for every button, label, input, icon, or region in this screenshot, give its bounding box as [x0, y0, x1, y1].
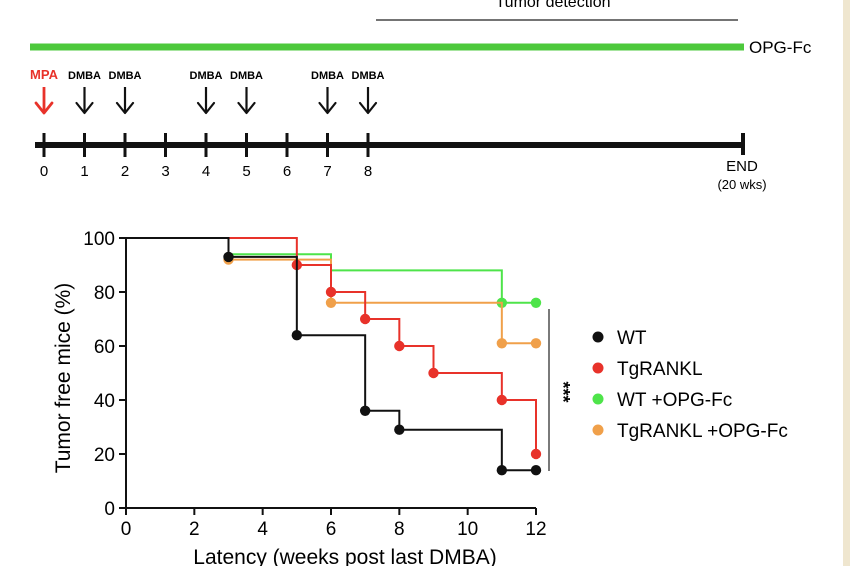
- x-tick-label: 0: [121, 519, 132, 540]
- timeline-tick-label: 3: [161, 163, 169, 180]
- right-edge-strip: [843, 0, 850, 566]
- schedule-marks: 0 1 2 3 4 5 6 7 8 MPA DMBA DMBA DMBA DMBA DMBA DMBA: [30, 67, 385, 180]
- data-point: [291, 330, 303, 341]
- significance-marker: ***: [553, 381, 573, 402]
- dmba-label: DMBA: [230, 70, 263, 82]
- dmba-arrow-icon: [237, 87, 256, 115]
- legend-label: TgRANKL: [617, 359, 703, 380]
- series-line-tgrankl: [126, 237, 537, 454]
- data-point: [530, 448, 542, 460]
- dmba-arrow-icon: [196, 87, 216, 115]
- data-point: [530, 338, 542, 349]
- legend-label: WT: [617, 328, 647, 349]
- series-layer: [126, 237, 542, 476]
- dmba-label: DMBA: [352, 70, 385, 82]
- mpa-arrow-icon: [34, 87, 54, 115]
- timeline-tick-label: 4: [202, 163, 210, 180]
- y-tick-label: 0: [104, 499, 115, 520]
- y-tick-label: 20: [94, 445, 115, 466]
- timeline-tick-label: 1: [80, 163, 88, 180]
- data-point: [496, 465, 508, 476]
- legend-marker: [592, 331, 604, 343]
- y-tick-label: 100: [83, 229, 115, 250]
- data-point: [530, 297, 542, 308]
- tumor-detection-label: Tumor detection: [495, 0, 610, 11]
- data-point: [428, 367, 439, 379]
- dmba-arrow-icon: [358, 87, 378, 115]
- y-tick-label: 80: [94, 283, 115, 304]
- y-axis-label: Tumor free mice (%): [52, 283, 75, 474]
- legend-label: TgRANKL +OPG-Fc: [617, 421, 788, 442]
- x-tick-label: 2: [189, 519, 200, 540]
- timeline-tick-label: 2: [121, 163, 129, 180]
- timeline-tick-label: 7: [323, 163, 331, 180]
- x-tick-label: 8: [394, 519, 405, 540]
- timeline-tick-label: 5: [242, 163, 250, 180]
- data-point: [496, 338, 508, 349]
- data-point: [496, 394, 508, 406]
- legend-marker: [592, 393, 604, 405]
- legend-label: WT +OPG-Fc: [617, 390, 732, 411]
- dmba-label: DMBA: [109, 70, 142, 82]
- x-tick-label: 10: [457, 519, 478, 540]
- axis-ticks: 0 20 40 60 80 100 0 2 4 6 8 10 12: [83, 229, 546, 540]
- y-tick-label: 40: [94, 391, 115, 412]
- end-label: END: [726, 158, 758, 175]
- dmba-label: DMBA: [311, 70, 344, 82]
- dmba-label: DMBA: [68, 70, 101, 82]
- data-point: [223, 251, 234, 263]
- x-tick-label: 4: [257, 519, 268, 540]
- dmba-arrow-icon: [75, 87, 94, 115]
- dmba-arrow-icon: [318, 87, 337, 115]
- legend-marker: [592, 424, 604, 436]
- timeline-tick-label: 0: [40, 163, 48, 180]
- data-point: [359, 313, 371, 325]
- dmba-label: DMBA: [190, 70, 223, 82]
- treatment-schedule: Tumor detection OPG-Fc 0 1 2 3 4 5 6 7 8 MPA DMBA D…: [30, 0, 812, 192]
- data-point: [394, 424, 405, 435]
- y-tick-label: 60: [94, 337, 115, 358]
- legend-marker: [592, 362, 604, 374]
- dmba-arrow-icon: [115, 87, 135, 115]
- data-point: [530, 465, 542, 476]
- x-tick-label: 6: [326, 519, 337, 540]
- end-sublabel: (20 wks): [717, 177, 766, 192]
- x-axis-label: Latency (weeks post last DMBA): [193, 546, 496, 566]
- opg-fc-label: OPG-Fc: [749, 38, 812, 57]
- timeline-tick-label: 6: [283, 163, 291, 180]
- x-tick-label: 12: [525, 519, 546, 540]
- data-point: [325, 297, 337, 308]
- data-point: [394, 340, 405, 352]
- survival-chart: 0 20 40 60 80 100 0 2 4 6 8 10 12 Tumor free mice (%…: [52, 229, 788, 566]
- data-point: [325, 286, 337, 298]
- data-point: [359, 405, 371, 416]
- mpa-label: MPA: [30, 67, 59, 82]
- timeline-tick-label: 8: [364, 163, 372, 180]
